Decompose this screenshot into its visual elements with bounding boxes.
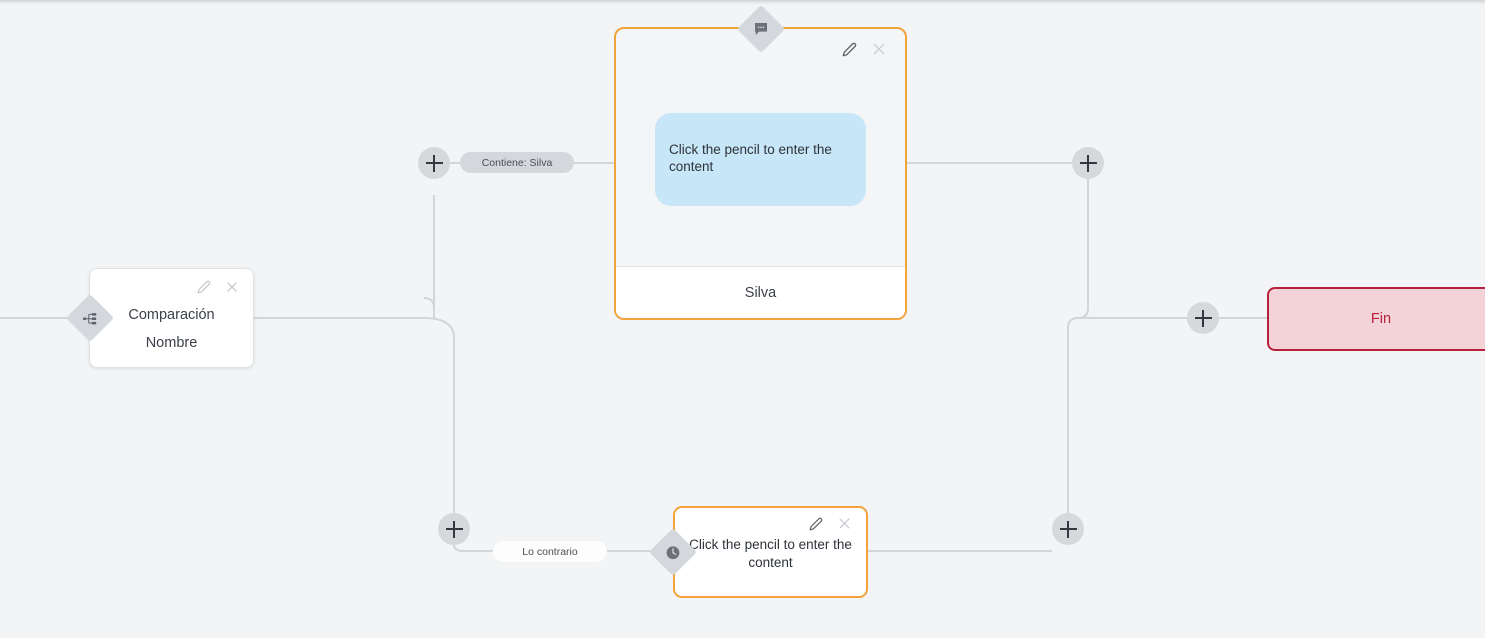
edge-bottomplus-to-label	[453, 544, 493, 552]
close-icon[interactable]	[837, 516, 852, 536]
edge-trunk-lower	[423, 317, 455, 513]
add-node-button-before-end[interactable]	[1187, 302, 1219, 334]
edge-trunk-upper-corner	[423, 297, 435, 318]
clock-icon	[648, 527, 698, 577]
message-bubble-wrapper: Click the pencil to enter the content	[616, 113, 905, 206]
pencil-icon[interactable]	[809, 517, 823, 536]
plus-icon	[1202, 309, 1204, 327]
pencil-icon[interactable]	[197, 280, 211, 299]
branch-icon	[65, 293, 115, 343]
node-message[interactable]: Click the pencil to enter the content Si…	[614, 27, 907, 320]
add-node-button-bottom-left[interactable]	[438, 513, 470, 545]
node-delay[interactable]: Click the pencil to enter the content	[673, 506, 868, 598]
plus-icon	[453, 520, 455, 538]
node-comparacion-text: Comparación Nombre	[90, 301, 253, 357]
node-delay-actions	[809, 516, 852, 536]
close-icon[interactable]	[871, 41, 887, 62]
add-node-button-top-right[interactable]	[1072, 147, 1104, 179]
node-fin[interactable]: Fin	[1267, 287, 1485, 351]
node-message-footer-label: Silva	[744, 284, 777, 301]
node-delay-text[interactable]: Click the pencil to enter the content	[689, 537, 852, 570]
close-icon[interactable]	[225, 280, 239, 299]
node-comparacion[interactable]: Comparación Nombre	[89, 268, 254, 368]
edge-bottomright-up	[1067, 317, 1079, 513]
plus-icon	[1067, 520, 1069, 538]
add-node-button-top-left[interactable]	[418, 147, 450, 179]
edge-label-contiene[interactable]: Contiene: Silva	[460, 152, 574, 173]
edge-topright-down	[1077, 179, 1089, 319]
pencil-icon[interactable]	[842, 42, 857, 62]
node-comparacion-subtitle: Nombre	[145, 335, 198, 351]
edge-label-contrario[interactable]: Lo contrario	[493, 541, 607, 562]
plus-icon	[1087, 154, 1089, 172]
node-fin-label: Fin	[1370, 311, 1392, 327]
chat-bubble-icon	[736, 4, 786, 54]
add-node-button-bottom-right[interactable]	[1052, 513, 1084, 545]
plus-icon	[433, 154, 435, 172]
node-comparacion-title: Comparación	[128, 307, 215, 323]
node-comparacion-actions	[197, 280, 239, 299]
node-message-footer: Silva	[616, 266, 905, 318]
node-message-actions	[842, 41, 887, 62]
message-bubble-text[interactable]: Click the pencil to enter the content	[655, 113, 866, 206]
